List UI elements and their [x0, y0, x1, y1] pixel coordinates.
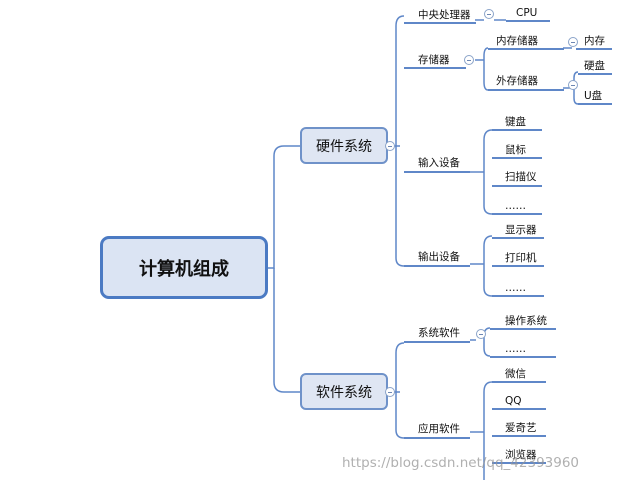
hardware-node[interactable]: 硬件系统: [300, 127, 388, 164]
app-software-leaf-underline: [492, 408, 546, 410]
input-device-leaf-underline: [492, 213, 542, 215]
app-software-leaf-underline: [492, 435, 546, 437]
system-software-leaf-underline: [490, 328, 556, 330]
storage-underline: [404, 67, 466, 69]
root-node[interactable]: 计算机组成: [100, 236, 268, 299]
system-software-leaf-underline: [490, 356, 556, 358]
external-storage-leaf-underline: [578, 73, 612, 75]
output-device-leaf-underline: [492, 237, 544, 239]
software-node[interactable]: 软件系统: [300, 373, 388, 410]
system-software-collapse-icon[interactable]: [476, 329, 486, 339]
external-storage-underline: [488, 89, 564, 91]
watermark: https://blog.csdn.net/qq_42393960: [342, 455, 580, 471]
internal-storage-leaf-underline: [576, 48, 612, 50]
app-software-node[interactable]: 应用软件: [418, 423, 460, 435]
system-software-leaf[interactable]: ……: [505, 343, 526, 355]
input-device-leaf[interactable]: 扫描仪: [505, 171, 537, 183]
app-software-leaf-underline: [492, 462, 546, 464]
input-device-leaf[interactable]: 键盘: [505, 116, 526, 128]
cpu-node[interactable]: 中央处理器: [418, 9, 471, 21]
app-software-leaf-underline: [492, 381, 546, 383]
system-software-leaf[interactable]: 操作系统: [505, 315, 547, 327]
output-device-leaf[interactable]: ……: [505, 282, 526, 294]
hardware-collapse-icon[interactable]: [385, 141, 395, 151]
external-storage-leaf[interactable]: 硬盘: [584, 60, 605, 72]
external-storage-leaf[interactable]: U盘: [584, 90, 603, 102]
input-device-leaf-underline: [492, 185, 542, 187]
output-device-leaf-underline: [492, 265, 544, 267]
storage-collapse-icon[interactable]: [464, 55, 474, 65]
internal-storage-node[interactable]: 内存储器: [496, 35, 538, 47]
output-device-leaf[interactable]: 显示器: [505, 224, 537, 236]
app-software-leaf[interactable]: 微信: [505, 368, 526, 380]
output-device-leaf[interactable]: 打印机: [505, 252, 537, 264]
app-software-leaf[interactable]: 爱奇艺: [505, 422, 537, 434]
internal-storage-leaf[interactable]: 内存: [584, 35, 605, 47]
external-storage-collapse-icon[interactable]: [568, 80, 578, 90]
system-software-node[interactable]: 系统软件: [418, 327, 460, 339]
input-device-node[interactable]: 输入设备: [418, 157, 460, 169]
input-device-leaf[interactable]: ……: [505, 200, 526, 212]
app-software-leaf[interactable]: 浏览器: [505, 449, 537, 461]
app-software-underline: [404, 437, 470, 439]
external-storage-node[interactable]: 外存储器: [496, 75, 538, 87]
storage-node[interactable]: 存储器: [418, 54, 450, 66]
input-device-underline: [404, 171, 470, 173]
input-device-leaf-underline: [492, 129, 542, 131]
cpu-leaf-underline: [506, 20, 550, 22]
input-device-leaf[interactable]: 鼠标: [505, 144, 526, 156]
external-storage-leaf-underline: [578, 103, 612, 105]
software-collapse-icon[interactable]: [385, 387, 395, 397]
internal-storage-collapse-icon[interactable]: [568, 37, 578, 47]
input-device-leaf-underline: [492, 157, 542, 159]
cpu-collapse-icon[interactable]: [484, 9, 494, 19]
app-software-leaf[interactable]: QQ: [505, 395, 522, 407]
output-device-leaf-underline: [492, 295, 544, 297]
output-device-underline: [404, 265, 470, 267]
output-device-node[interactable]: 输出设备: [418, 251, 460, 263]
cpu-leaf[interactable]: CPU: [516, 7, 538, 19]
system-software-underline: [404, 341, 470, 343]
internal-storage-underline: [488, 48, 564, 50]
cpu-underline: [404, 22, 476, 24]
